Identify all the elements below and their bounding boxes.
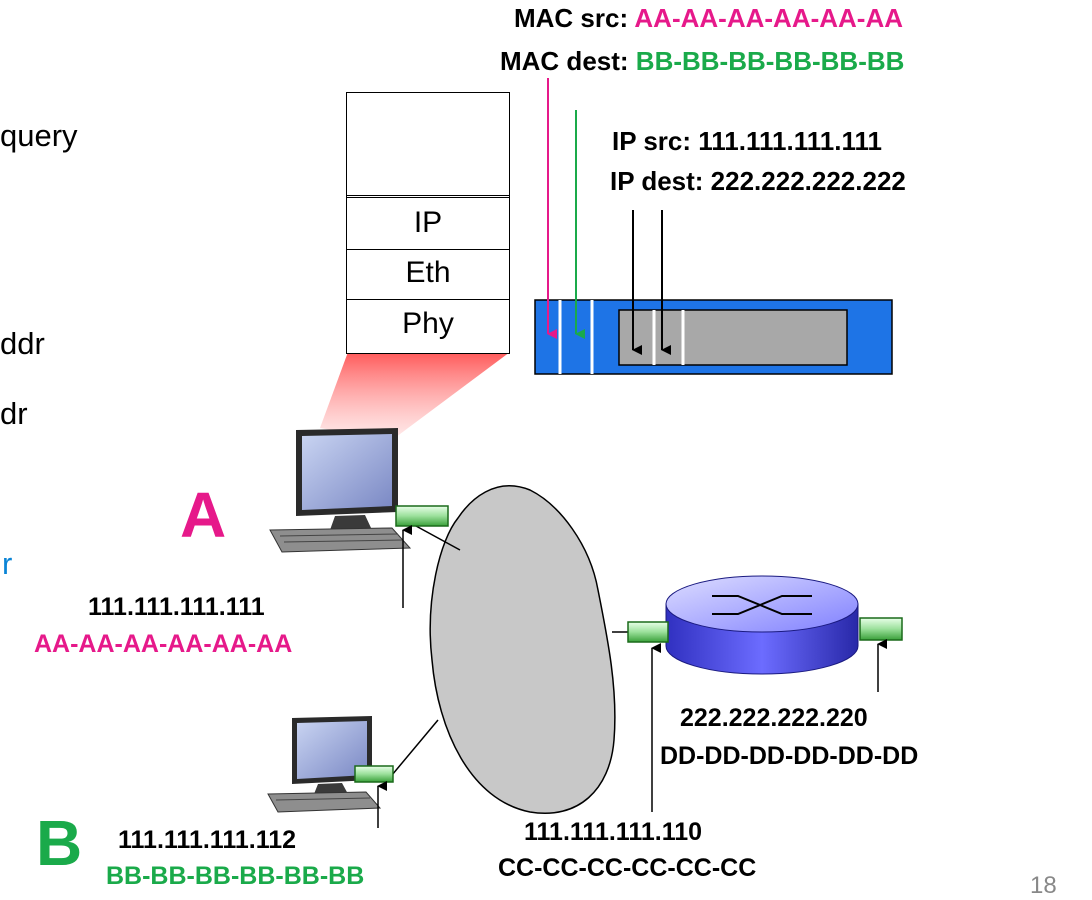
slide-text-fragment: r (2, 546, 13, 581)
stack-layer-ip: IP (347, 197, 509, 248)
network-cloud (429, 485, 616, 814)
page-number: 18 (1030, 872, 1057, 899)
host-a-ip: 111.111.111.111 (88, 593, 265, 621)
ip-dest-value: 222.222.222.222 (710, 166, 906, 196)
host-a-nic-icon (395, 505, 449, 527)
mac-dest-value: BB-BB-BB-BB-BB-BB (635, 46, 905, 76)
mac-dest-key: MAC dest: (500, 46, 629, 76)
host-b-ip: 111.111.111.112 (118, 826, 297, 854)
ethernet-frame (534, 299, 893, 375)
zoom-beam (320, 352, 510, 440)
stack-layer-blank (347, 195, 509, 196)
protocol-stack: IP Eth Phy (346, 92, 510, 354)
router-icon (665, 575, 859, 675)
mac-src-value: AA-AA-AA-AA-AA-AA (634, 3, 904, 33)
host-a-letter: A (180, 479, 227, 551)
stack-layer-phy: Phy (347, 299, 509, 350)
ip-dest-key: IP dest: (610, 166, 704, 196)
host-b-computer-icon (267, 716, 382, 813)
host-b-mac: BB-BB-BB-BB-BB-BB (106, 862, 365, 890)
router-right-ip: 222.222.222.220 (680, 704, 868, 732)
mac-src-label: MAC src: AA-AA-AA-AA-AA-AA (514, 3, 903, 34)
router-right-nic-icon (859, 617, 903, 641)
slide-text-fragment: ddr (0, 326, 45, 361)
slide-text-fragment: dr (0, 396, 28, 431)
host-b-letter: B (36, 807, 83, 879)
host-a-computer-icon (269, 428, 412, 553)
ip-dest-label: IP dest: 222.222.222.222 (610, 166, 906, 197)
host-a-mac: AA-AA-AA-AA-AA-AA (34, 630, 293, 658)
mac-src-key: MAC src: (514, 3, 629, 33)
host-b-nic-icon (354, 765, 394, 783)
router-right-mac: DD-DD-DD-DD-DD-DD (660, 742, 919, 770)
ip-src-key: IP src: (612, 126, 692, 156)
mac-dest-label: MAC dest: BB-BB-BB-BB-BB-BB (500, 46, 904, 77)
ip-src-value: 111.111.111.111 (698, 126, 882, 156)
ip-src-label: IP src: 111.111.111.111 (612, 126, 882, 157)
router-left-ip: 111.111.111.110 (524, 818, 703, 846)
slide-text-fragment: query (0, 118, 78, 153)
link-b-cloud (391, 719, 439, 776)
router-left-mac: CC-CC-CC-CC-CC-CC (498, 854, 757, 882)
router-left-nic-icon (627, 621, 669, 643)
stack-layer-eth: Eth (347, 249, 509, 296)
